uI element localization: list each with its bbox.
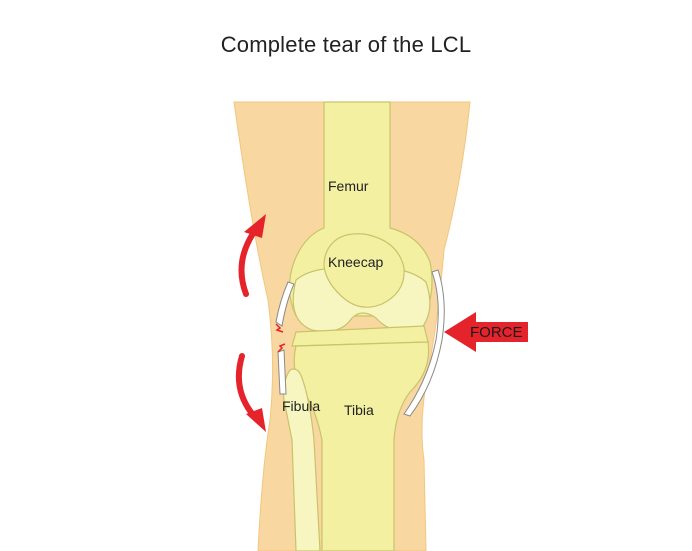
fibula-label: Fibula	[282, 398, 321, 414]
force-arrow	[444, 312, 528, 352]
arrow-down-head	[246, 408, 266, 432]
tibia-label: Tibia	[344, 402, 374, 418]
medial-collateral-ligament	[403, 269, 445, 417]
force-label: FORCE	[470, 324, 523, 341]
lcl-torn-upper	[275, 281, 295, 327]
kneecap-bone	[323, 233, 405, 308]
arrow-up-shaft	[238, 229, 257, 297]
lcl-tear-mark-lower	[277, 343, 286, 353]
femur-label: Femur	[328, 178, 369, 194]
arrow-down-shaft	[235, 353, 257, 419]
kneecap-label: Kneecap	[328, 254, 384, 270]
lcl-tear-mark-upper	[275, 323, 284, 333]
lcl-torn-lower	[277, 349, 287, 395]
diagram-title: Complete tear of the LCL	[220, 32, 472, 57]
arrow-up-head	[244, 214, 266, 238]
